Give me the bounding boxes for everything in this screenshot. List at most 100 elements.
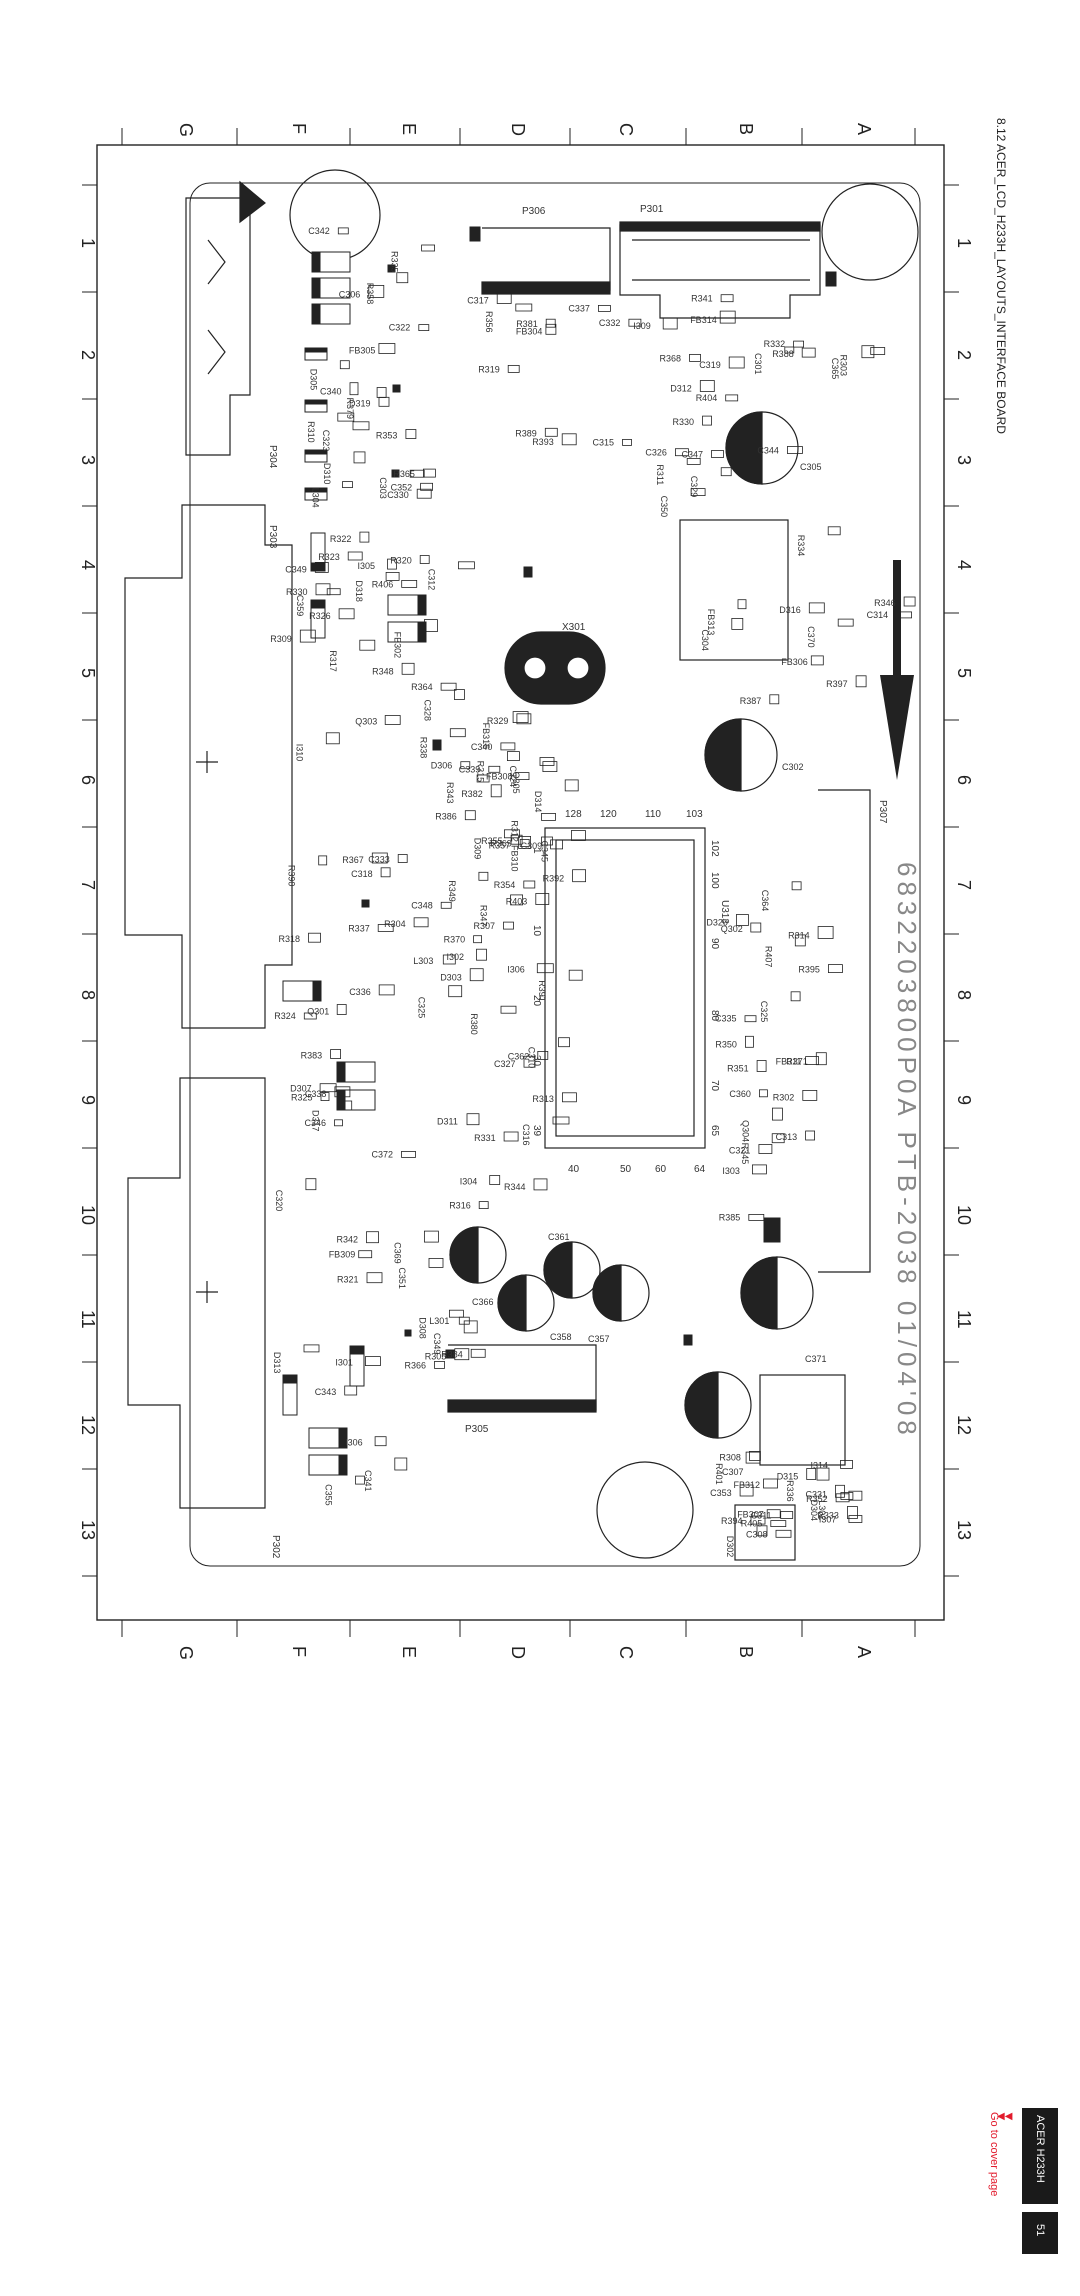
component-label: Q302: [721, 924, 743, 934]
smd-footprint: [423, 1230, 439, 1243]
row-letter-g-top: G: [176, 123, 196, 137]
ic-u313: [544, 827, 706, 1149]
label-p301: P301: [640, 204, 664, 215]
component-label: C350: [659, 496, 669, 518]
smd-footprint: [359, 531, 370, 543]
smd-footprint: [376, 387, 387, 398]
smd-footprint: [541, 813, 556, 821]
smd-footprint: [409, 469, 425, 478]
ic-pin-number: 30: [531, 1055, 542, 1067]
smd-footprint: [815, 1052, 827, 1066]
smd-footprint: [772, 1107, 783, 1121]
smd-footprint: [488, 765, 501, 773]
component-label: C311: [751, 1511, 772, 1521]
smd-footprint: [423, 619, 438, 632]
row-letter-d-top: D: [508, 123, 528, 136]
smd-footprint: [739, 1484, 754, 1497]
smd-footprint: [662, 317, 678, 330]
component-label: FB311: [776, 1057, 802, 1067]
component-label: C349: [432, 1333, 442, 1355]
component-label: R332: [764, 339, 786, 349]
component-label: R318: [279, 934, 301, 944]
smd-footprint: [622, 438, 632, 446]
component-label: FB310: [510, 845, 520, 872]
component-label: D319: [349, 398, 371, 408]
smd-footprint: [515, 303, 533, 312]
label-p305: P305: [465, 1424, 489, 1435]
go-to-cover-link[interactable]: Go to cover page: [988, 2112, 1000, 2197]
component-label: R382: [461, 789, 483, 799]
cap-c302: [704, 718, 778, 792]
smd-footprint: [702, 415, 712, 426]
smd-footprint: [490, 784, 502, 798]
inductor-block: [679, 519, 789, 661]
smd-footprint: [737, 599, 747, 610]
smd-footprint: [516, 713, 532, 725]
component-label: R317: [328, 650, 338, 672]
capacitor-label: C371: [805, 1354, 827, 1364]
column-number-3-left: 3: [78, 455, 98, 465]
component-label: I306: [507, 965, 525, 975]
component-label: R379: [345, 398, 355, 420]
smd-footprint: [535, 893, 550, 905]
smd-footprint: [748, 1214, 765, 1221]
component-label: R309: [270, 634, 292, 644]
smd-footprint: [816, 1467, 830, 1481]
component-label: R329: [487, 716, 509, 726]
smd-footprint: [690, 488, 706, 497]
component-label: C315: [593, 437, 615, 447]
column-number-5-right: 5: [954, 668, 974, 678]
capacitor-label: C361: [548, 1232, 570, 1242]
smd-footprint: [377, 924, 394, 932]
column-number-6-right: 6: [954, 775, 974, 785]
row-letter-b-bottom: B: [736, 1646, 756, 1658]
column-number-12-right: 12: [954, 1415, 974, 1435]
smd-footprint: [550, 839, 563, 850]
component-label: R315: [475, 761, 485, 783]
column-number-11-left: 11: [78, 1310, 98, 1329]
smd-footprint: [463, 1320, 478, 1334]
smd-footprint: [338, 608, 355, 620]
smd-footprint: [466, 1113, 480, 1126]
column-number-4-left: 4: [78, 560, 98, 570]
component-label: I307: [819, 1515, 837, 1525]
smd-footprint: [421, 244, 436, 252]
smd-footprint: [330, 1049, 342, 1059]
smd-footprint: [766, 1509, 781, 1519]
smd-footprint: [478, 871, 489, 881]
smd-footprint: [336, 1004, 347, 1015]
smd-footprint: [473, 935, 483, 944]
component-label: R307: [474, 921, 496, 931]
smd-footprint: [358, 1250, 373, 1259]
column-number-7-right: 7: [954, 880, 974, 890]
smd-footprint: [368, 284, 385, 298]
smd-footprint: [319, 1083, 337, 1093]
smd-footprint: [903, 596, 916, 607]
component-label: C301: [753, 353, 763, 375]
component-label: R390: [287, 865, 297, 887]
arrow-marker-top: [239, 180, 266, 224]
ic-pin-number: 103: [686, 809, 703, 820]
component-label: I306: [345, 1438, 363, 1448]
smd-footprint: [428, 1258, 444, 1268]
component-label: FB314: [690, 315, 717, 325]
smd-footprint: [405, 429, 417, 439]
column-number-9-left: 9: [78, 1095, 98, 1105]
column-number-8-right: 8: [954, 990, 974, 1000]
capacitor-label: C366: [472, 1297, 494, 1307]
component-label: C336: [349, 987, 371, 997]
component-label: L304: [311, 488, 321, 508]
smd-footprint: [440, 901, 452, 909]
smd-footprint: [420, 482, 434, 491]
component-label: I309: [633, 321, 651, 331]
component-label: D313: [272, 1352, 282, 1374]
smd-footprint: [745, 1035, 754, 1048]
component-label: C344: [757, 446, 779, 456]
component-label: C333: [368, 855, 390, 865]
smd-footprint: [308, 932, 321, 943]
component-label: C346: [305, 1118, 327, 1128]
component-label: R322: [330, 534, 352, 544]
smd-footprint: [416, 488, 432, 499]
component-label: C328: [422, 700, 432, 722]
component-label: R389: [515, 428, 537, 438]
